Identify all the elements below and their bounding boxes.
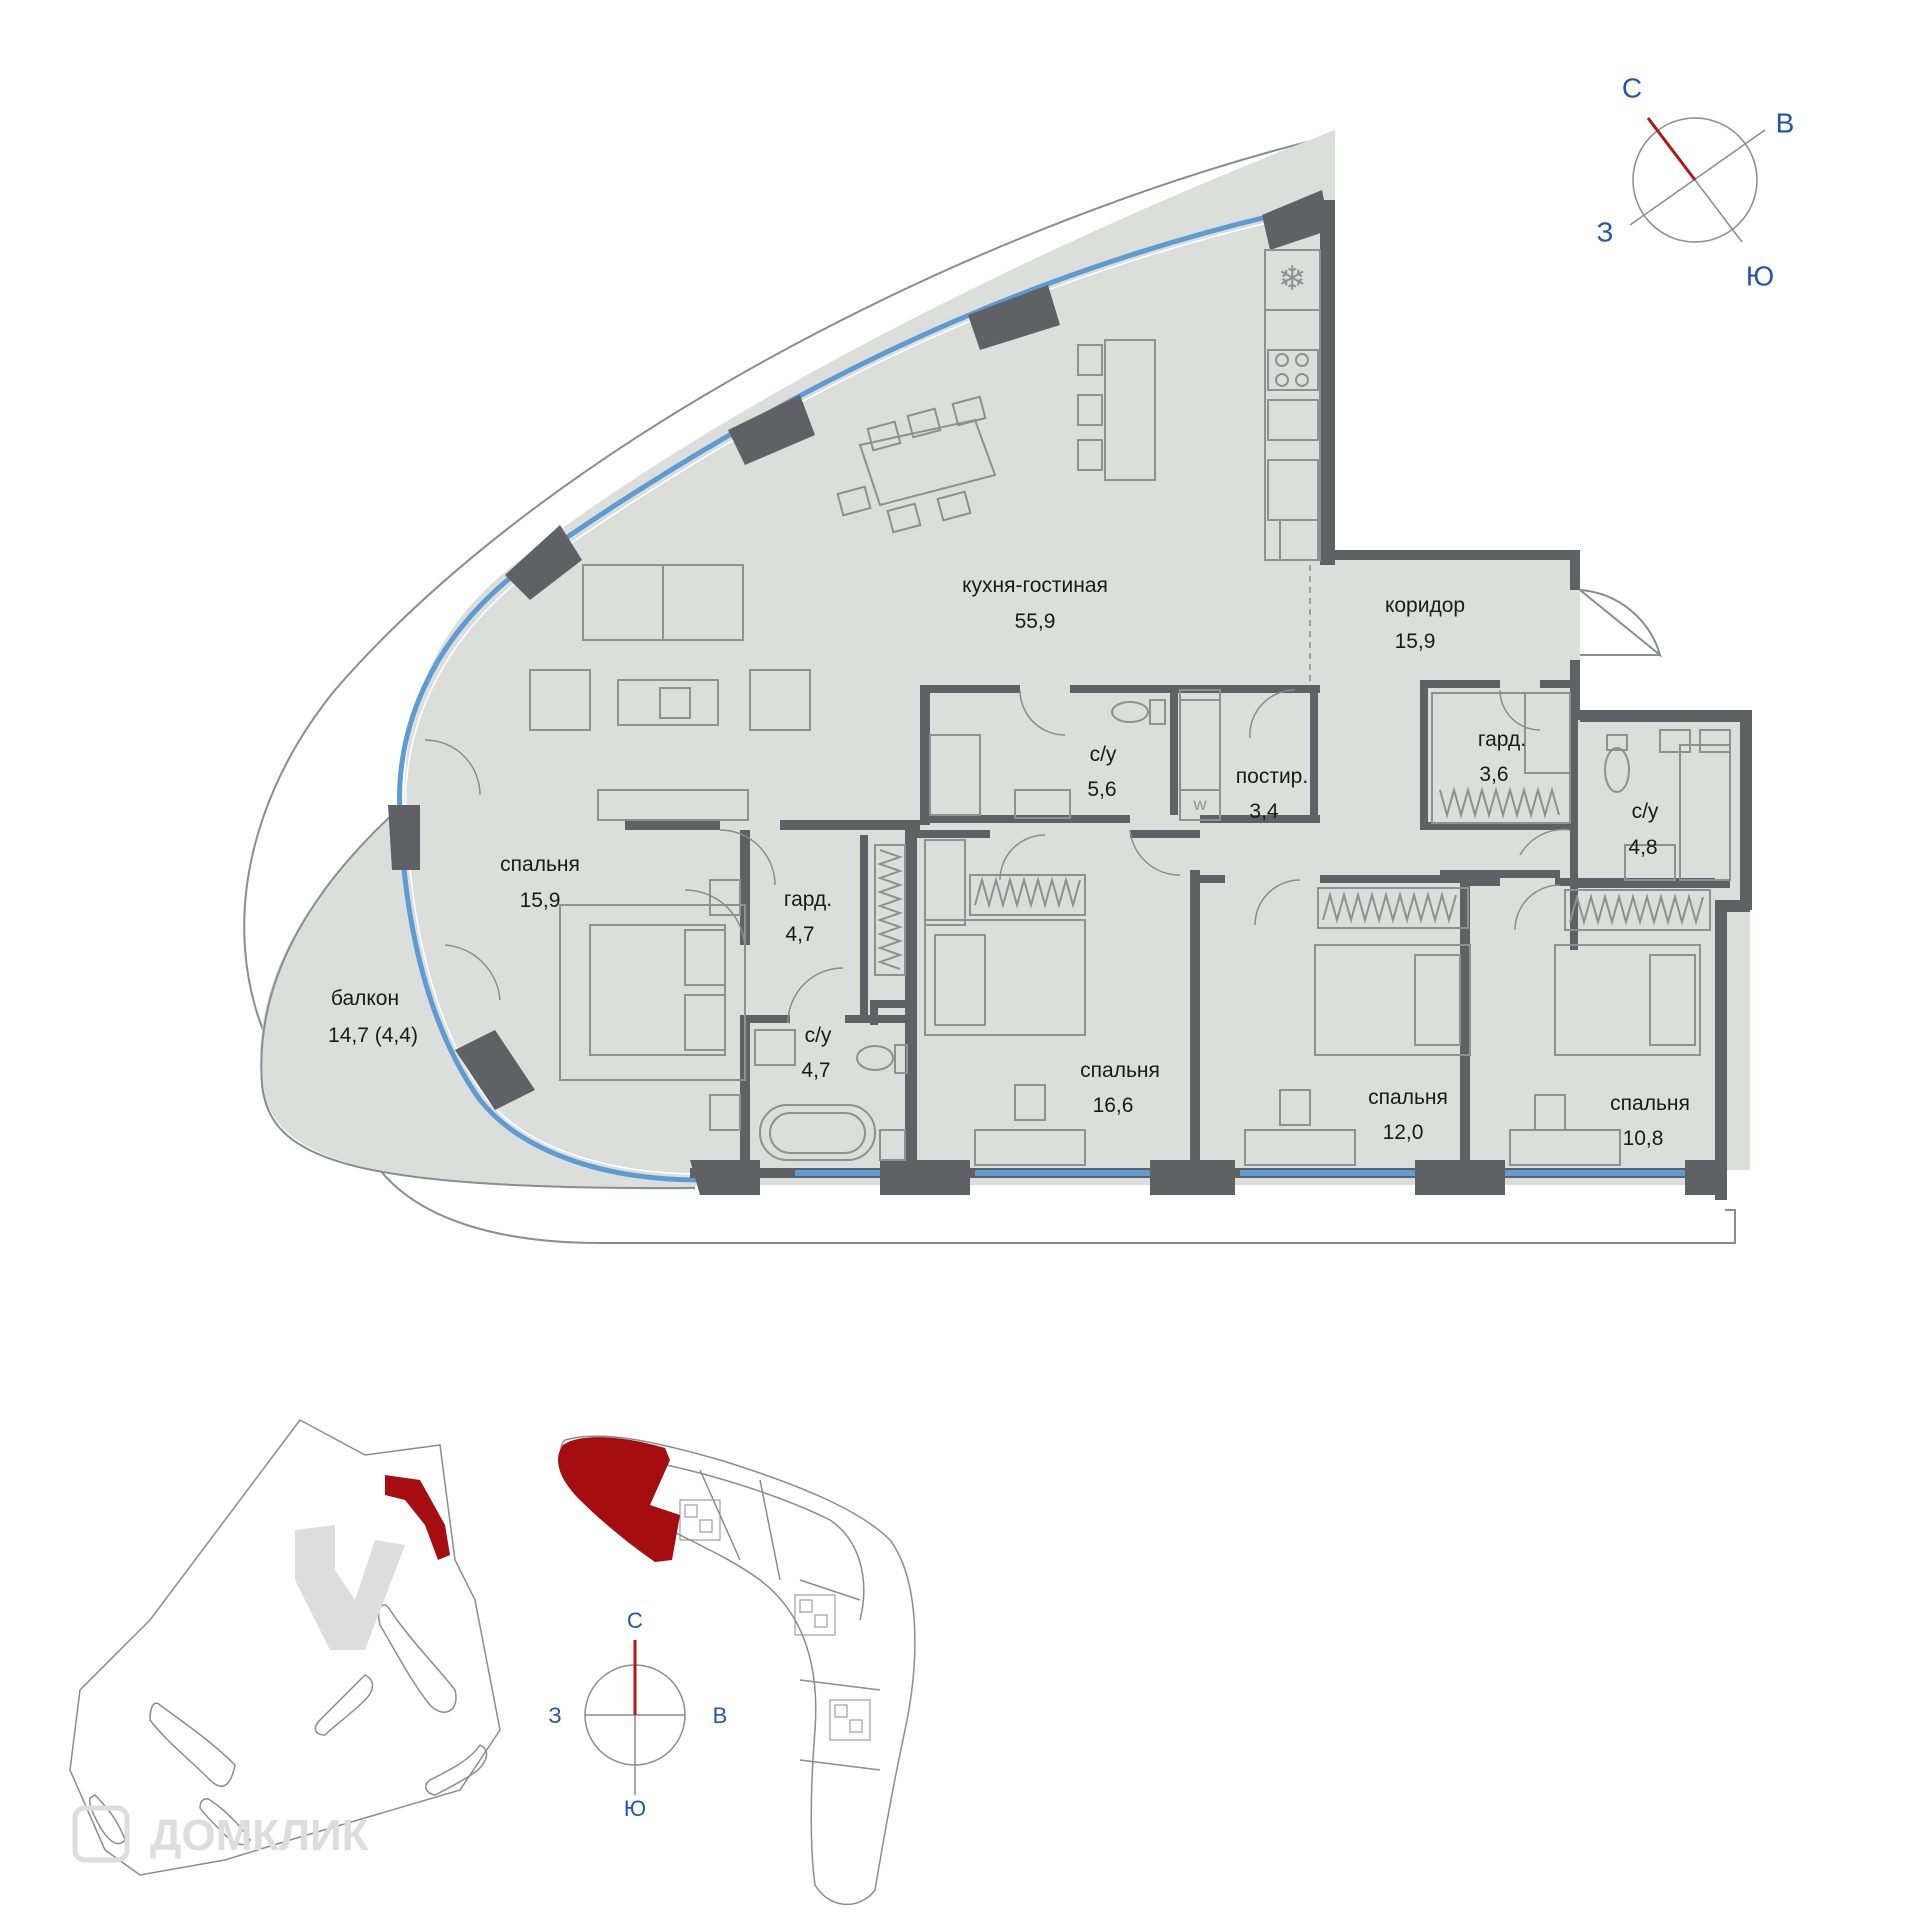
bedroom-4-furniture [1509, 944, 1701, 1166]
compass-east-label: В [1776, 107, 1795, 138]
compass-north-needle [1646, 117, 1697, 181]
room-area-corridor: 15,9 [1395, 630, 1436, 653]
compass-small-south-label: Ю [624, 1796, 646, 1821]
room-name-bedroom-2: спальня [1080, 1059, 1160, 1082]
watermark-logo-icon [72, 1805, 130, 1863]
room-name-bath-3: с/у [805, 1024, 832, 1047]
kitchen-counter [1264, 249, 1321, 561]
bedroom-1-furniture [559, 879, 746, 1131]
bath-3-fixtures [754, 1029, 908, 1161]
apartment-plan: ❄ [243, 130, 1752, 1244]
room-name-balcony: балкон [331, 987, 399, 1010]
room-name-bedroom-1: спальня [500, 853, 580, 876]
watermark: ДОМКЛИК [72, 1805, 369, 1863]
compass-main: С В Ю З [1597, 72, 1795, 291]
watermark-text: ДОМКЛИК [150, 1811, 369, 1860]
room-area-kitchen-living: 55,9 [1015, 610, 1056, 633]
room-area-bedroom-2: 16,6 [1093, 1094, 1134, 1117]
pylon [1262, 190, 1330, 250]
compass-north-label: С [1622, 72, 1642, 103]
balcony-inner-outline [260, 811, 696, 1190]
room-area-laundry: 3,4 [1249, 800, 1279, 823]
room-name-wardrobe-2: гард. [784, 888, 832, 911]
apartment-floor [404, 130, 1750, 1185]
room-name-wardrobe-1: гард. [1478, 728, 1526, 751]
compass-west-label: З [1597, 216, 1614, 247]
interior-doors [424, 689, 1571, 1024]
room-name-bedroom-4: спальня [1610, 1092, 1690, 1115]
pylon [728, 395, 815, 465]
room-name-laundry: постир. [1236, 765, 1308, 788]
bedroom-3-furniture [1244, 944, 1471, 1166]
exterior-wall-kitchen [1320, 200, 1335, 565]
site-building-highlight [385, 1475, 450, 1560]
room-name-bath-1: с/у [1090, 743, 1117, 766]
washing-machine-icon: W [1193, 797, 1207, 813]
pylon [455, 1030, 535, 1110]
compass-small-north-label: С [627, 1608, 643, 1633]
balcony-floor-main [260, 812, 700, 1189]
pylon [968, 285, 1060, 350]
bedroom-2-furniture [924, 919, 1086, 1166]
room-area-bath-2: 4,8 [1628, 836, 1657, 859]
room-labels: кухня-гостиная 55,9 коридор 15,9 с/у 5,6… [328, 574, 1690, 1150]
living-furniture [529, 564, 811, 821]
compass-small-west-label: З [548, 1703, 561, 1728]
room-area-bedroom-4: 10,8 [1623, 1127, 1664, 1150]
entrance-door[interactable] [1579, 589, 1662, 658]
room-name-bath-2: с/у [1632, 800, 1659, 823]
room-name-kitchen-living: кухня-гостиная [962, 574, 1108, 597]
balcony-outer-outline [243, 134, 1736, 1244]
room-area-bedroom-1: 15,9 [520, 889, 561, 912]
site-plan-shadow [295, 1525, 405, 1650]
room-area-wardrobe-2: 4,7 [785, 923, 814, 946]
room-area-balcony: 14,7 (4,4) [328, 1024, 418, 1047]
room-name-bedroom-3: спальня [1368, 1086, 1448, 1109]
dining-set [836, 339, 1156, 534]
apartment-location-highlight [558, 1437, 680, 1562]
pylon [505, 525, 582, 600]
bath-2-fixtures [1604, 729, 1731, 881]
room-area-bath-1: 5,6 [1087, 778, 1116, 801]
wardrobe-fixtures [874, 692, 1711, 976]
facade-glazing [397, 212, 1276, 1183]
pylon [880, 1160, 970, 1195]
pylon [1685, 1160, 1725, 1195]
room-area-bedroom-3: 12,0 [1383, 1121, 1424, 1144]
site-plan [69, 1419, 501, 1876]
snowflake-icon: ❄ [1278, 260, 1307, 298]
room-name-corridor: коридор [1385, 594, 1465, 617]
compass-south-label: Ю [1746, 260, 1774, 291]
building-cores [679, 1499, 871, 1741]
room-area-bath-3: 4,7 [801, 1059, 830, 1082]
room-area-wardrobe-1: 3,6 [1479, 763, 1508, 786]
laundry-fixtures [1179, 699, 1221, 821]
compass-small: С В Ю З [548, 1608, 727, 1821]
compass-small-east-label: В [713, 1703, 728, 1728]
